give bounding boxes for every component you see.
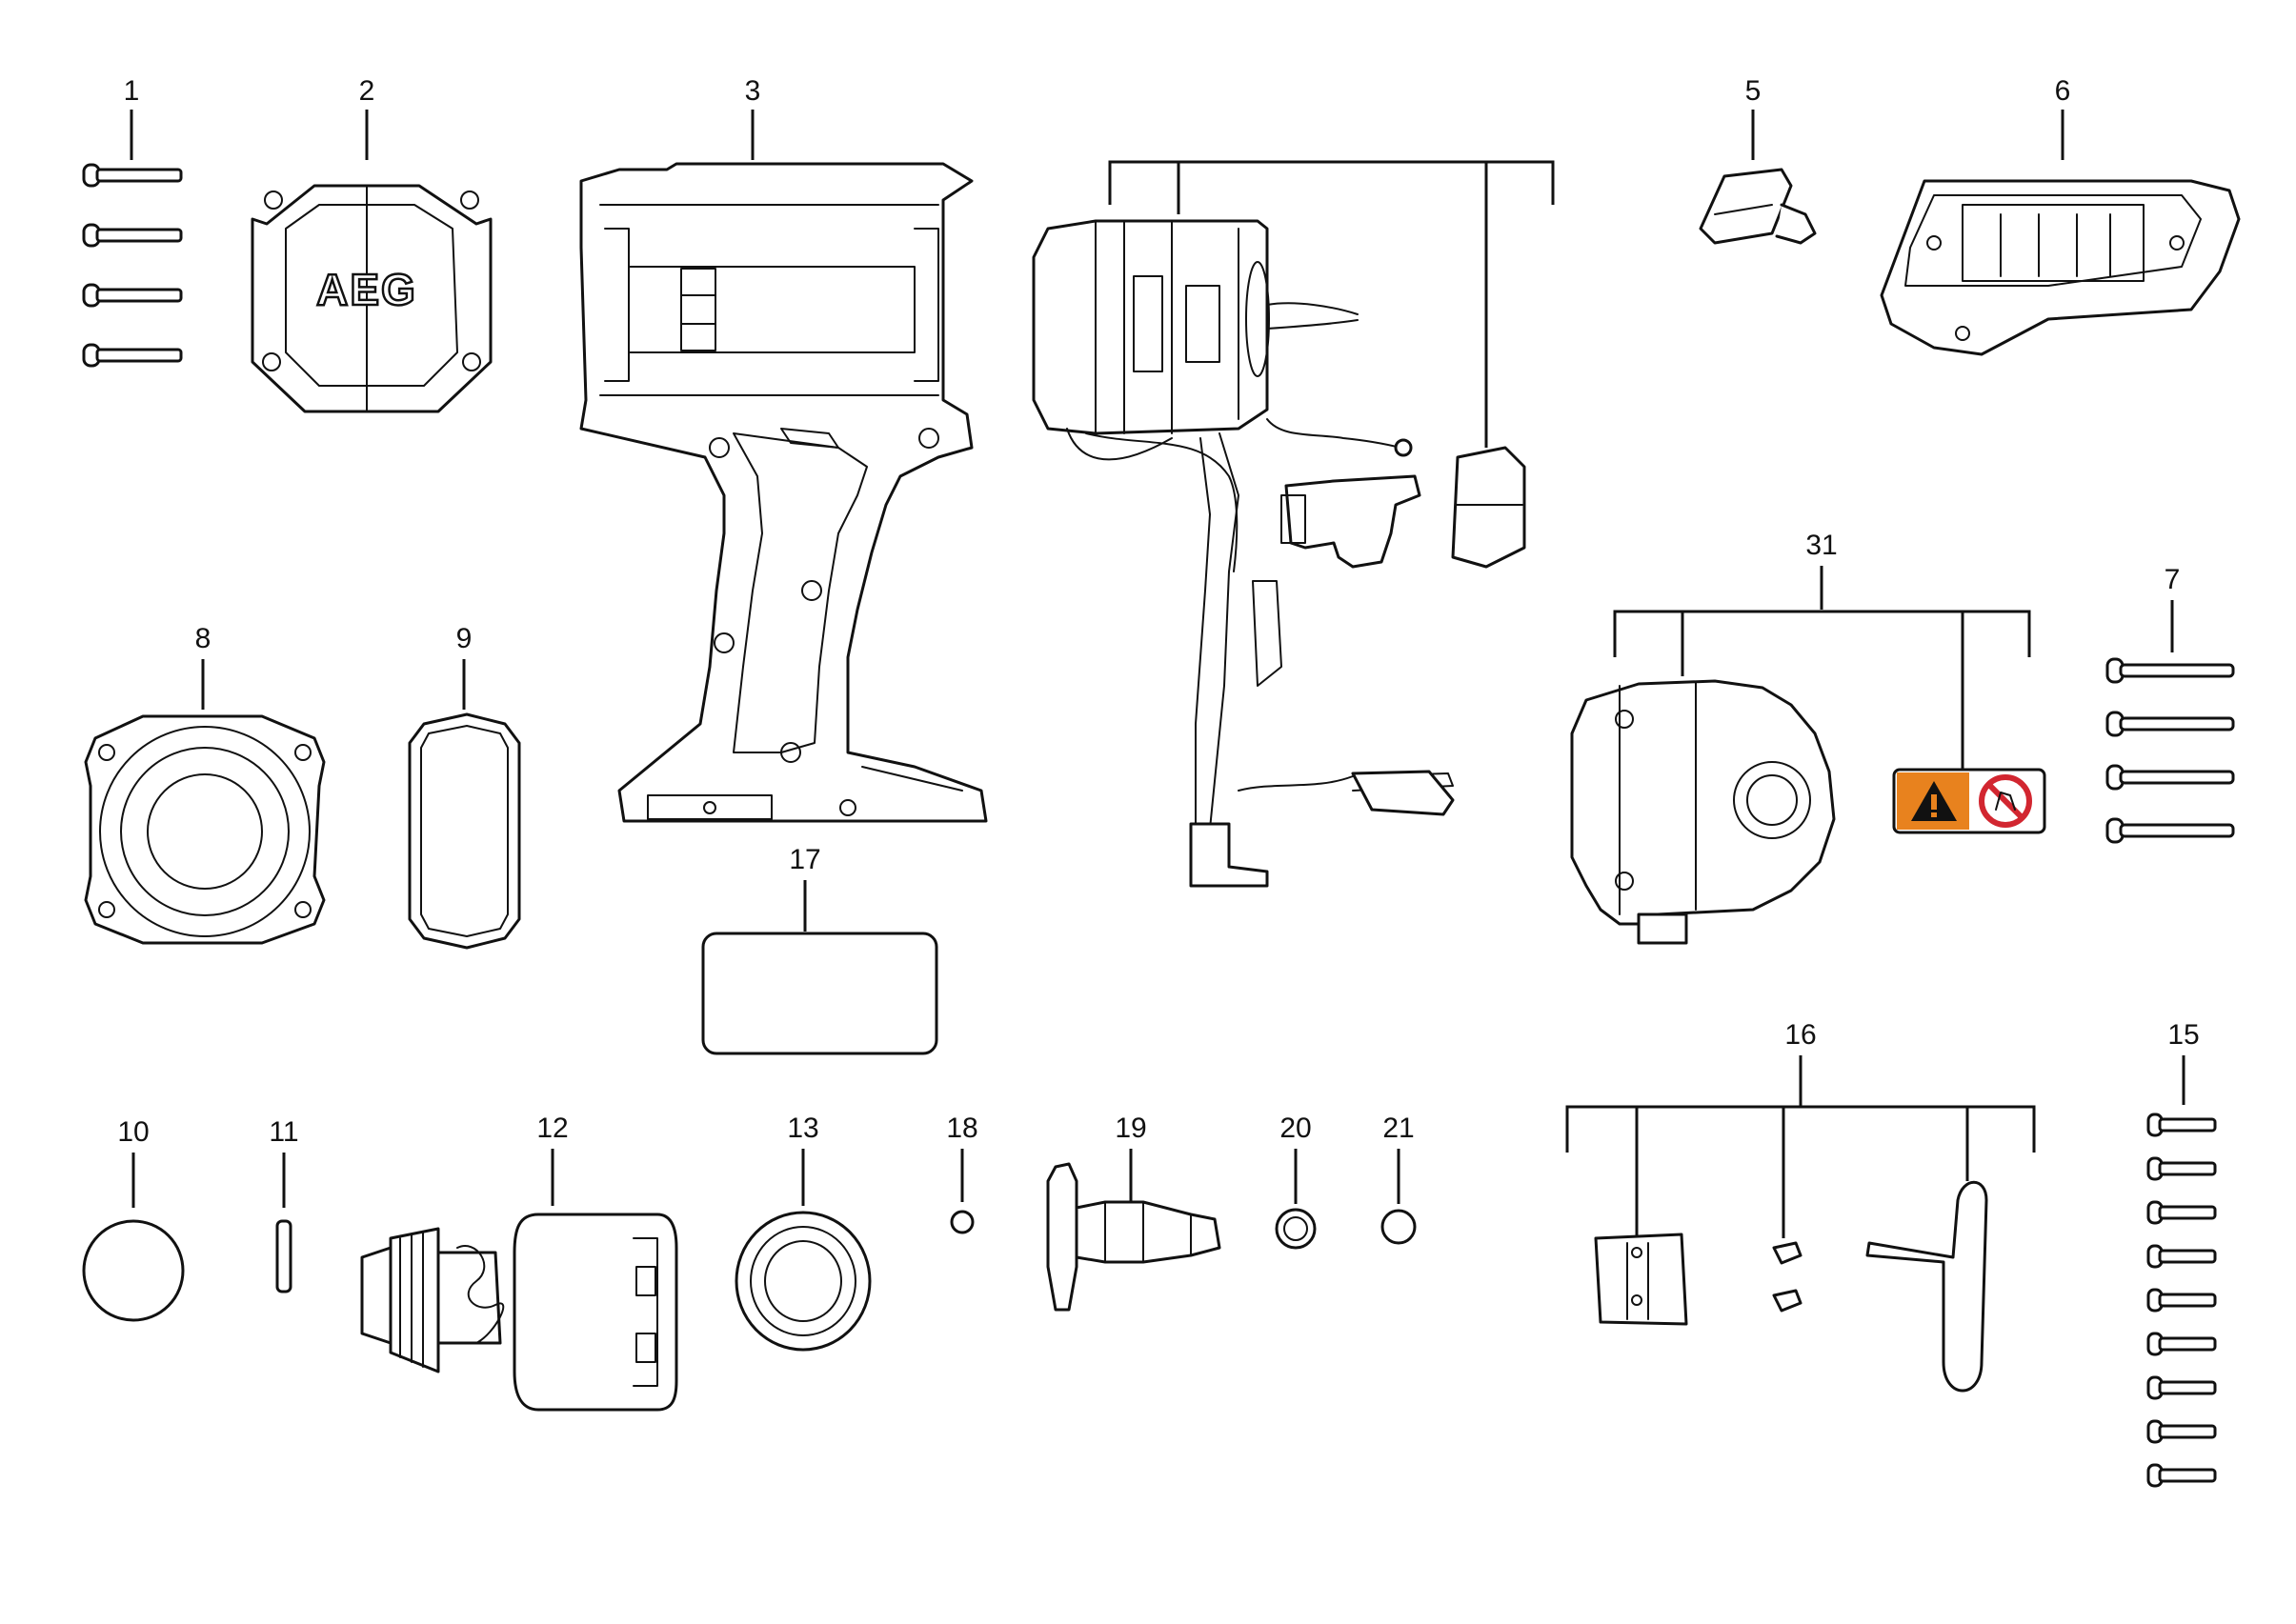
part-5-switch[interactable]: 5: [1699, 75, 1817, 245]
warning-label: [1892, 768, 2046, 834]
callout-31: 31: [1805, 530, 1837, 561]
callout-13: 13: [787, 1113, 818, 1144]
screw-icon: [2105, 657, 2235, 844]
callout-21: 17: [789, 844, 820, 875]
no-touch-prohibition-icon: [1979, 774, 2032, 828]
part-12-hammer-mechanism[interactable]: 12: [360, 1113, 678, 1412]
callout-9: 9: [456, 623, 473, 654]
callout-15: 15: [2167, 1019, 2199, 1051]
part-10-disc[interactable]: 10: [82, 1116, 185, 1322]
callout-1: 1: [124, 75, 140, 107]
callout-20: 16: [1784, 1019, 1816, 1051]
part-21-label-plate[interactable]: 17: [701, 844, 938, 1055]
part-2-front-cover[interactable]: 2 AEG: [251, 75, 493, 413]
callout-10: 10: [117, 1116, 149, 1148]
part-9-gasket[interactable]: 9: [408, 623, 521, 950]
callout-16: 18: [946, 1113, 977, 1144]
part-19-o-ring[interactable]: 21: [1380, 1113, 1417, 1245]
callout-3: 3: [745, 75, 761, 107]
part-31-gear-housing[interactable]: 31: [1570, 530, 2046, 945]
callout-5: 5: [1745, 75, 1762, 107]
part-13-bearing-ring[interactable]: 13: [735, 1113, 872, 1352]
part-6-battery-plate[interactable]: 6: [1880, 75, 2241, 356]
callout-7: 7: [2165, 564, 2181, 595]
part-17-anvil[interactable]: 19: [1046, 1113, 1221, 1312]
callout-8: 8: [195, 623, 211, 654]
callout-11: 11: [269, 1116, 298, 1148]
callout-12: 12: [536, 1113, 568, 1144]
part-18-retaining-ring[interactable]: 20: [1275, 1113, 1317, 1250]
screw-icon: [2146, 1113, 2217, 1488]
aeg-logo: AEG: [316, 265, 417, 314]
callout-6: 6: [2055, 75, 2071, 107]
part-3-housing[interactable]: 3: [579, 75, 988, 823]
part-20-belt-clip-kit[interactable]: 16: [1565, 1019, 2036, 1393]
callout-18: 20: [1279, 1113, 1311, 1144]
part-1-screws[interactable]: 1: [82, 75, 183, 368]
part-16-ball[interactable]: 18: [946, 1113, 978, 1234]
part-8-ring-gear[interactable]: 8: [84, 623, 326, 945]
part-7-screws[interactable]: 7: [2105, 564, 2235, 844]
motor-assembly[interactable]: [1032, 160, 1555, 888]
callout-17: 19: [1115, 1113, 1146, 1144]
part-11-pin[interactable]: 11: [269, 1116, 299, 1293]
callout-19: 21: [1382, 1113, 1414, 1144]
part-15-screws[interactable]: 15: [2146, 1019, 2217, 1488]
screw-icon: [82, 163, 183, 368]
callout-2: 2: [359, 75, 375, 107]
